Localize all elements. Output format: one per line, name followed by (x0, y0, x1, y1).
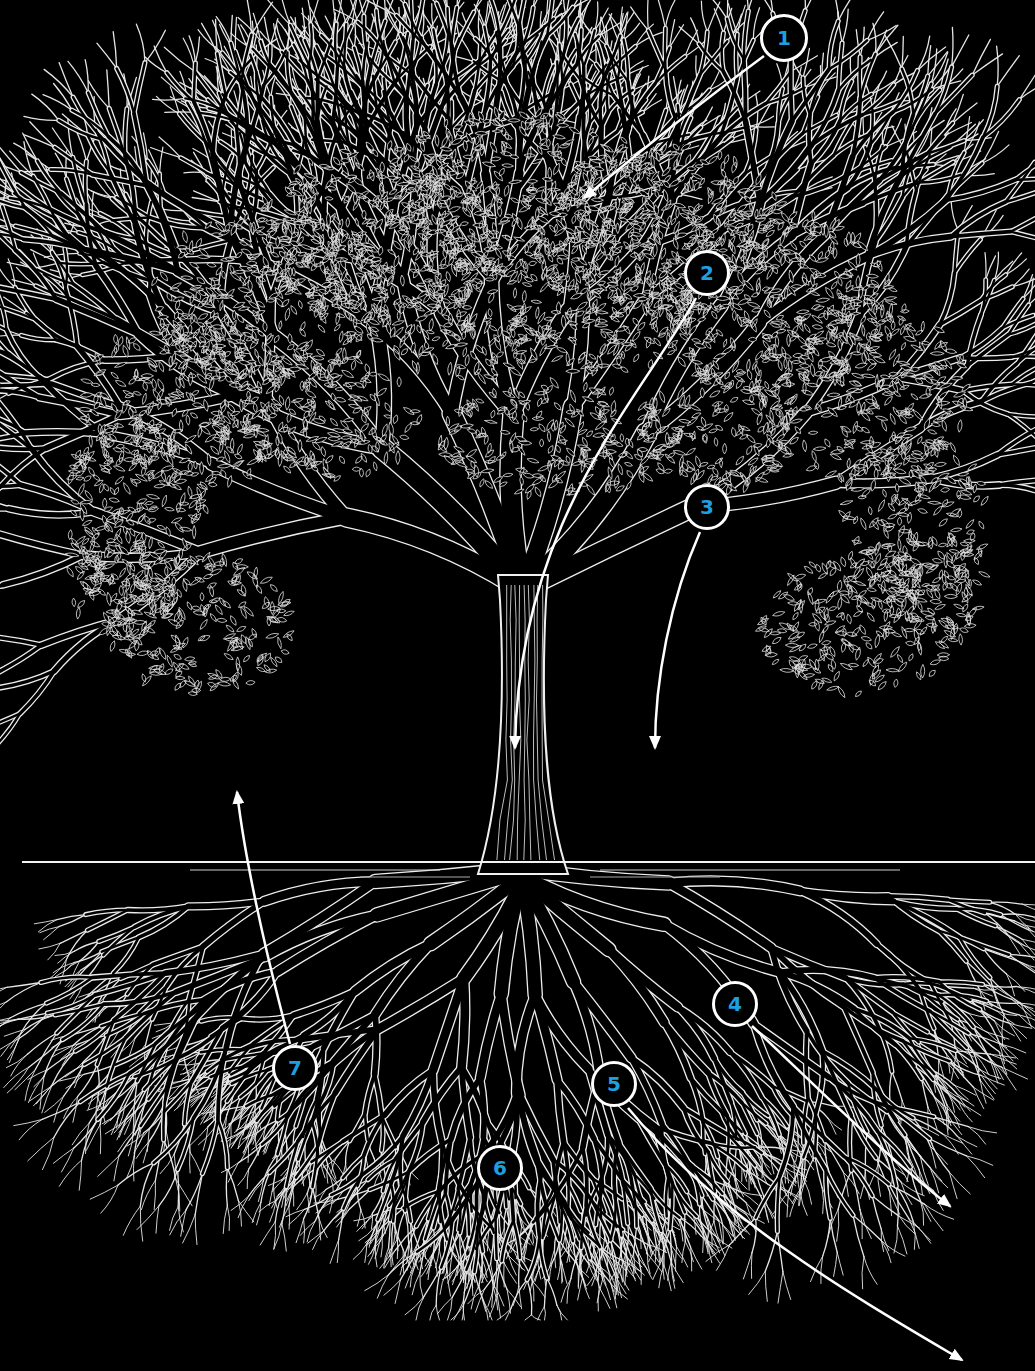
stage: 1234567 (0, 0, 1035, 1371)
